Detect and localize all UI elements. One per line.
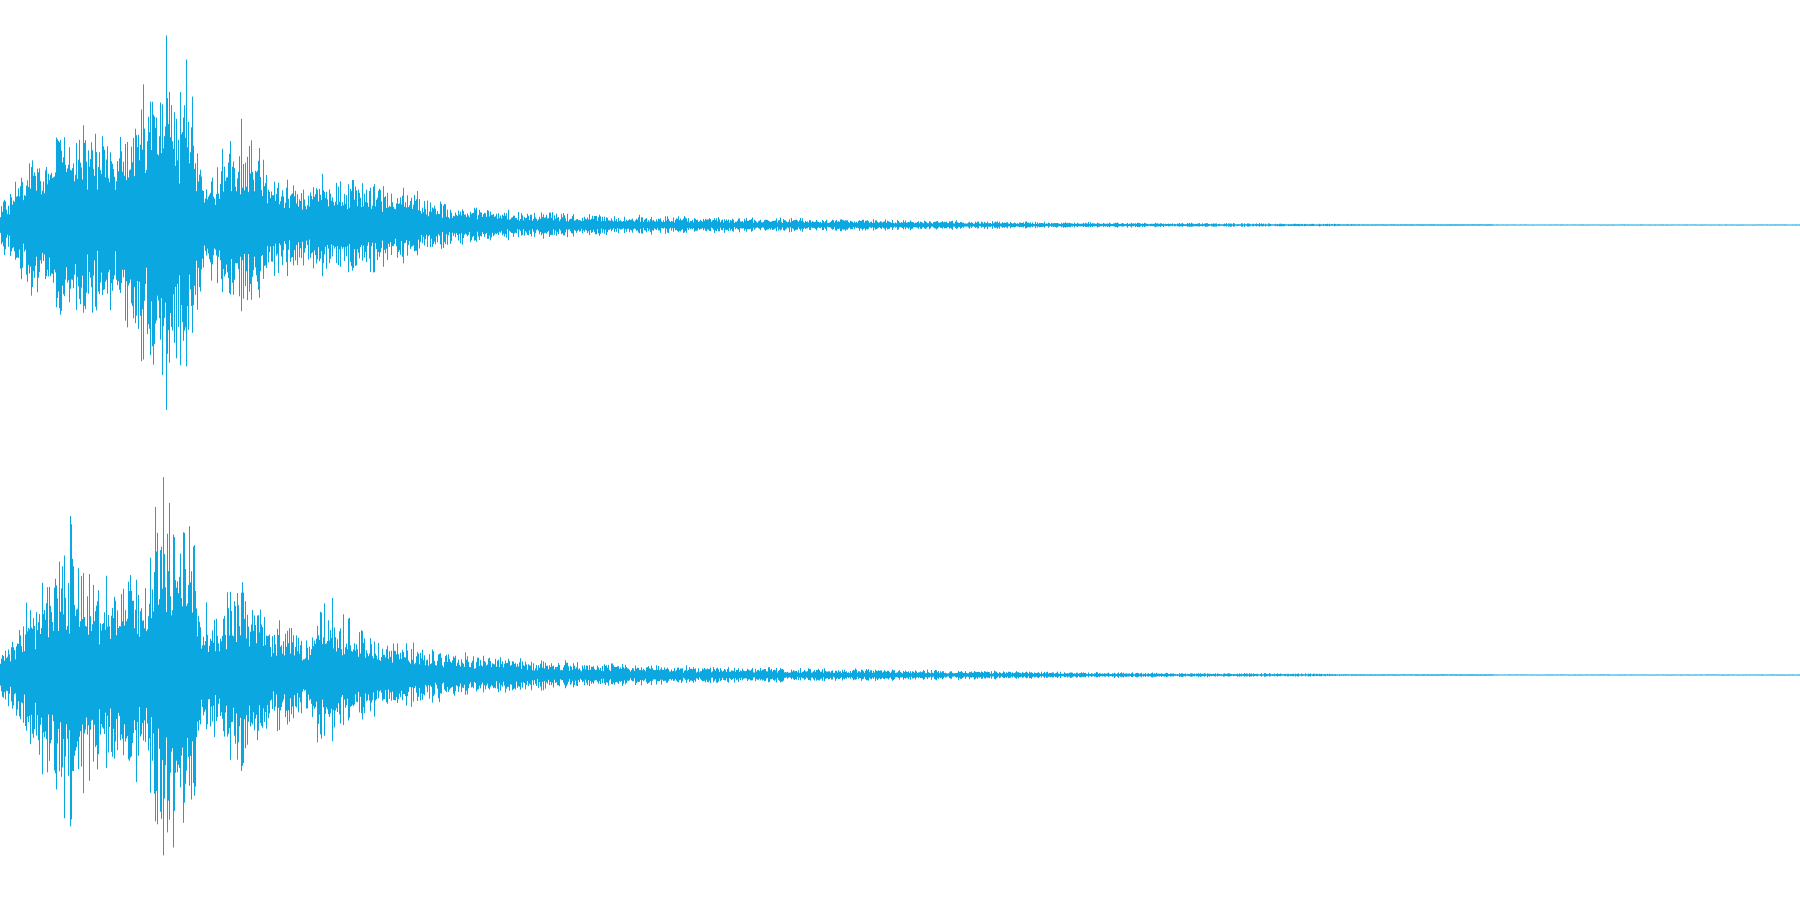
waveform-channel-right[interactable] [0, 450, 1800, 900]
waveform-right-svg [0, 477, 1800, 856]
waveform-left-path [0, 35, 1800, 410]
waveform-left-svg [0, 35, 1800, 410]
waveform-channel-left[interactable] [0, 0, 1800, 450]
waveform-right-path [0, 477, 1800, 856]
